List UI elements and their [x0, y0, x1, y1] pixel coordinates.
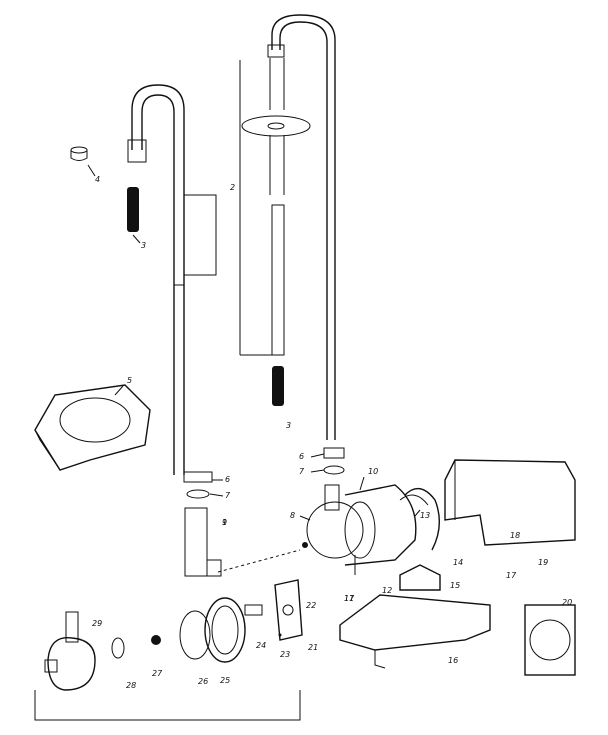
callout-23: 23 [280, 650, 290, 659]
group-bracket-bottom [34, 690, 301, 721]
callout-18: 18 [510, 531, 520, 540]
filter-bag [34, 384, 151, 471]
strainer-right [272, 366, 284, 406]
fittings-right [323, 447, 345, 475]
callout-2: 2 [230, 183, 235, 192]
callout-labels: 1 2 3 3 4 5 6 6 7 7 8 9 10 11 12 13 14 1… [92, 175, 572, 690]
callout-22: 22 [306, 601, 316, 610]
callout-10: 10 [368, 467, 378, 476]
callout-20: 20 [562, 598, 572, 607]
callout-14: 14 [453, 558, 463, 567]
callout-17a: 17 [506, 571, 517, 580]
fittings-left [183, 471, 222, 577]
impeller-parts [111, 610, 211, 660]
callout-6b: 6 [299, 452, 304, 461]
strainer-left [127, 187, 139, 232]
callout-19: 19 [538, 558, 548, 567]
callout-4: 4 [95, 175, 100, 184]
motor-clamp [399, 487, 440, 551]
callout-7b: 7 [299, 467, 305, 476]
callout-27: 27 [152, 669, 163, 678]
callout-25: 25 [220, 676, 230, 685]
small-parts [244, 579, 303, 641]
callout-11: 11 [344, 594, 354, 603]
callout-29: 29 [92, 619, 102, 628]
callout-28: 28 [126, 681, 136, 690]
callout-17b: 17 [344, 594, 355, 603]
callout-24: 24 [256, 641, 266, 650]
cap-part [70, 146, 88, 161]
gasket-square [524, 604, 576, 676]
callout-15: 15 [450, 581, 460, 590]
callout-8: 8 [290, 511, 295, 520]
leader-lines [87, 164, 421, 521]
callout-5: 5 [127, 376, 132, 385]
callout-6a: 6 [225, 475, 230, 484]
impeller-housing [204, 597, 246, 663]
callout-7a: 7 [225, 491, 231, 500]
callout-16: 16 [448, 656, 458, 665]
callout-12: 12 [382, 586, 392, 595]
callout-1: 1 [222, 518, 227, 527]
base-plate [339, 594, 491, 669]
callout-21: 21 [308, 643, 318, 652]
callout-3b: 3 [286, 421, 291, 430]
right-siphon-tube [239, 14, 336, 440]
pump-housing [44, 611, 96, 691]
callout-26: 26 [198, 677, 208, 686]
callout-9: 9 [222, 518, 227, 527]
callout-13: 13 [420, 511, 430, 520]
motor-assembly [302, 484, 417, 575]
motor-cover [444, 459, 576, 546]
callout-3a: 3 [141, 241, 146, 250]
motor-bracket [399, 564, 441, 591]
left-siphon-tube [127, 84, 217, 475]
